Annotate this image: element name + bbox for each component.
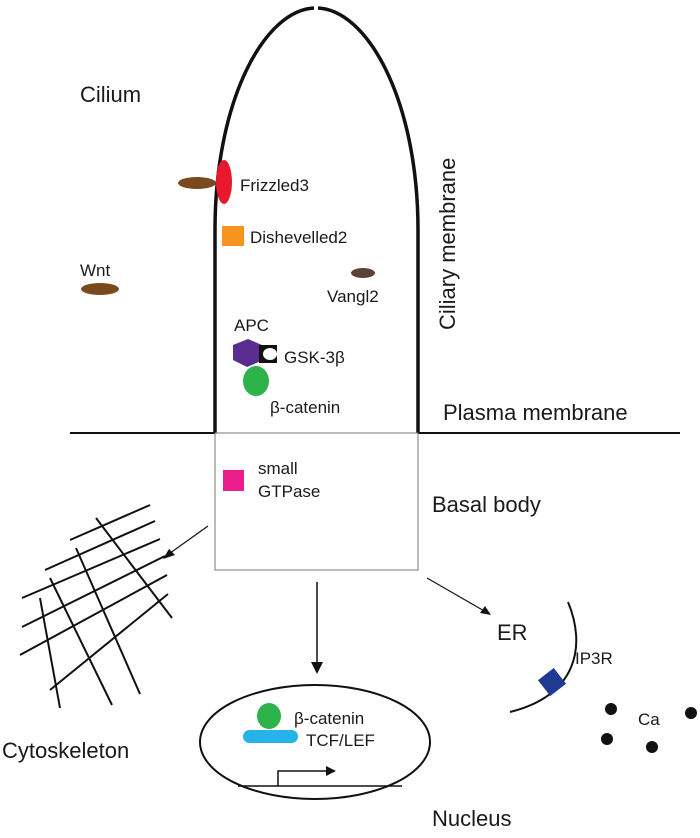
er-label: ER (497, 620, 528, 645)
er-membrane (509, 601, 578, 713)
tcf-lef-label: TCF/LEF (306, 731, 375, 750)
dishevelled2-square (222, 226, 244, 246)
beta-catenin-nucleus (257, 703, 281, 729)
vangl2-label: Vangl2 (327, 287, 379, 306)
gsk3b-label: GSK-3β (284, 348, 345, 367)
ip3r-label: IP3R (575, 649, 613, 668)
beta-catenin-cilium-label: β-catenin (270, 398, 340, 417)
wnt-ellipse (81, 283, 119, 295)
small-gtpase-square (223, 470, 244, 491)
arrow-to-cytoskeleton (165, 525, 209, 557)
tcf-lef-bar (243, 730, 298, 743)
ip3r-channel (537, 667, 567, 697)
small-gtpase-label-2: GTPase (258, 482, 320, 501)
calcium-label: Ca (638, 710, 660, 729)
nucleus-label: Nucleus (432, 806, 511, 831)
frizzled3-label: Frizzled3 (240, 176, 309, 195)
gsk3b-inner (263, 348, 277, 360)
arrow-to-nucleus-head (311, 662, 323, 674)
arrow-to-cytoskeleton-head (163, 549, 175, 559)
arrow-to-er (426, 577, 487, 613)
basal-body-label: Basal body (432, 492, 541, 517)
ciliary-membrane-outline (213, 6, 420, 433)
vangl2-ellipse (351, 268, 375, 278)
small-gtpase-label-1: small (258, 459, 298, 478)
ciliary-membrane-label: Ciliary membrane (435, 158, 460, 330)
cytoskeleton-label: Cytoskeleton (2, 738, 129, 763)
transcription-start-arrow-head (326, 766, 336, 776)
basal-body-box (214, 432, 419, 571)
calcium-dot (605, 703, 617, 715)
arrow-to-er-head (480, 606, 491, 615)
calcium-dot (685, 707, 697, 719)
beta-catenin-cilium (243, 366, 269, 396)
frizzled-ligand-ellipse (178, 177, 216, 189)
nucleus-ellipse (199, 684, 431, 800)
frizzled3-receptor (216, 160, 232, 204)
cilium-label: Cilium (80, 82, 141, 107)
dishevelled2-label: Dishevelled2 (250, 228, 347, 247)
plasma-membrane-label: Plasma membrane (443, 400, 628, 425)
calcium-dot (646, 741, 658, 753)
apc-label: APC (234, 316, 269, 335)
calcium-dot (601, 733, 613, 745)
wnt-label: Wnt (80, 261, 111, 280)
beta-catenin-nucleus-label: β-catenin (294, 709, 364, 728)
transcription-start-arrow (277, 770, 326, 786)
cytoskeleton-mesh (19, 504, 173, 709)
apc-hexagon (233, 339, 262, 367)
